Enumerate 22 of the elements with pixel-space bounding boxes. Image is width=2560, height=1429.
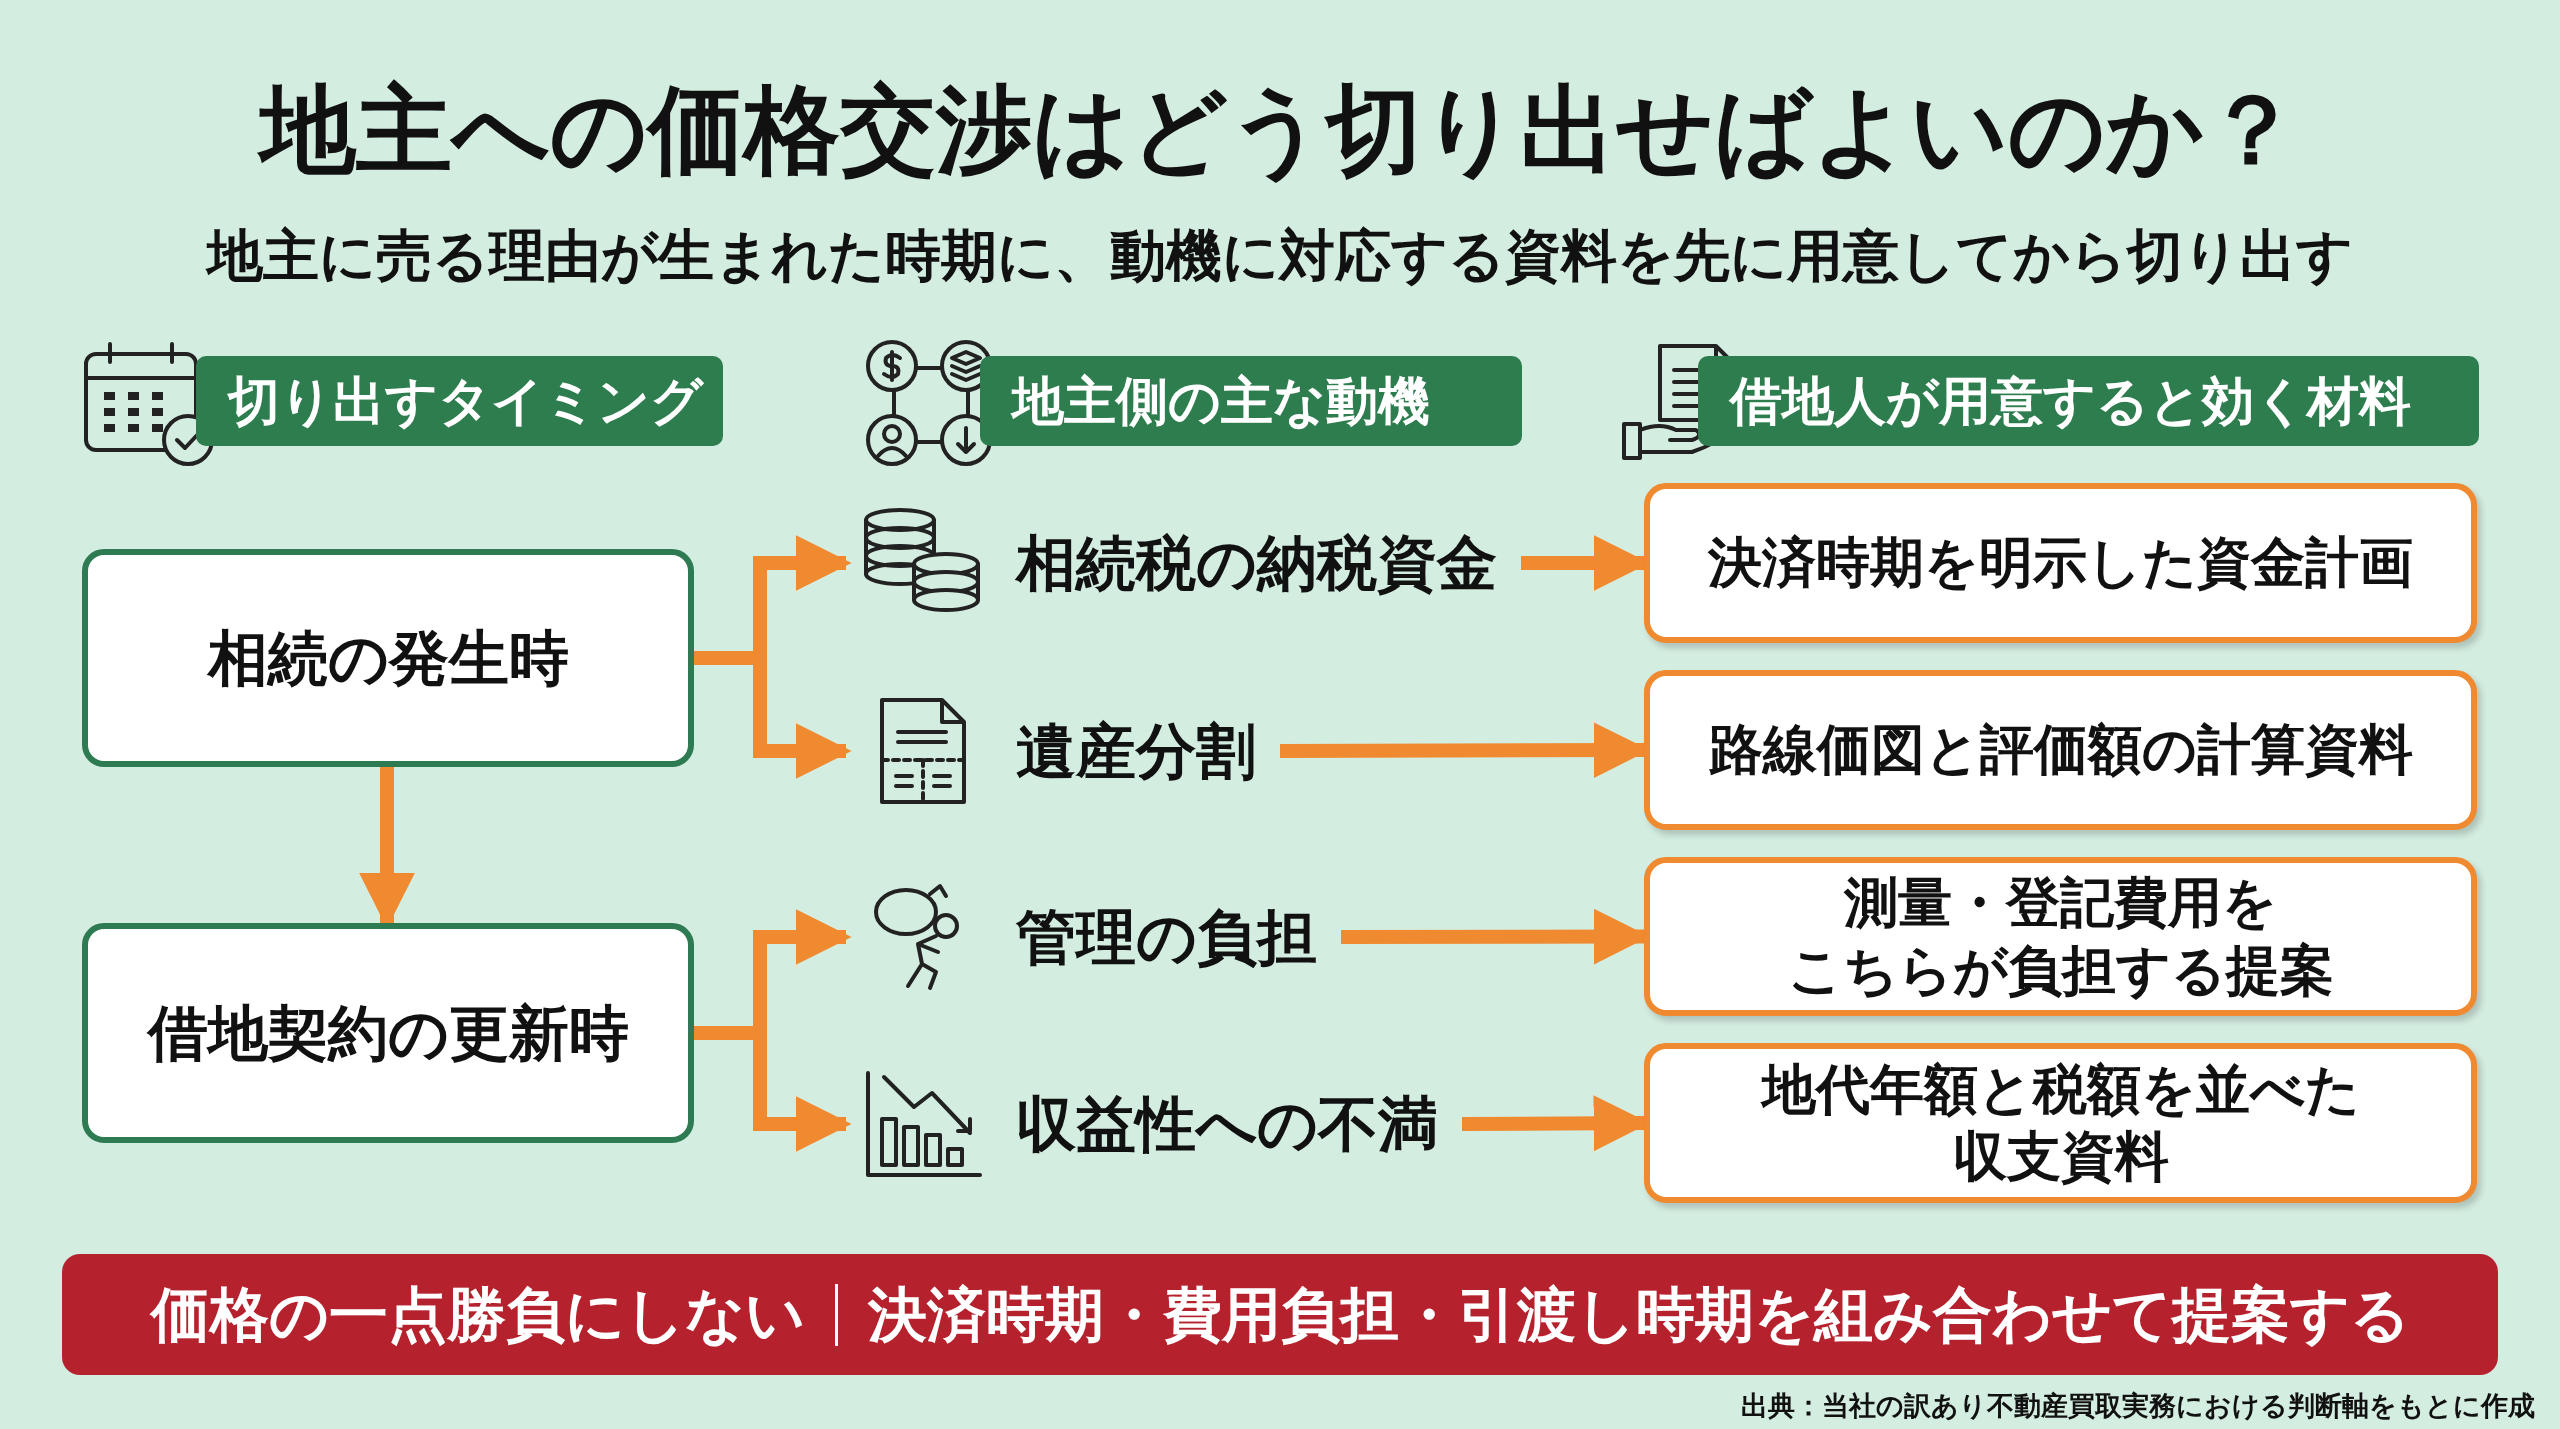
header-text: 借地人が用意すると効く材料 [1730, 369, 2411, 433]
header-text: 切り出すタイミング [228, 369, 703, 433]
timing-box: 相続の発生時 [82, 549, 694, 767]
motive-text: 遺産分割 [1016, 714, 1257, 788]
source-note: 出典：当社の訳あり不動産買取実務における判断軸をもとに作成 [1741, 1389, 2535, 1423]
header-band [196, 356, 723, 446]
material-box: 地代年額と税額を並べた収支資料 [1644, 1043, 2477, 1203]
subtitle: 地主に売る理由が生まれた時期に、動機に対応する資料を先に用意してから切り出す [204, 222, 2354, 290]
timing-box: 借地契約の更新時 [82, 923, 694, 1143]
header-band [1698, 356, 2479, 446]
summary-text: 決済時期・費用負担・引渡し時期を組み合わせて提案する [867, 1278, 2410, 1351]
motive-text: 収益性への不満 [1016, 1087, 1439, 1161]
header-text: 地主側の主な動機 [1012, 369, 1430, 433]
summary-banner [62, 1254, 2498, 1375]
material-box: 路線価図と評価額の計算資料 [1644, 670, 2477, 830]
motive-text: 管理の負担 [1016, 900, 1318, 974]
motive-text: 相続税の納税資金 [1016, 526, 1498, 600]
title: 地主への価格交渉はどう切り出せばよいのか？ [0, 78, 2560, 184]
material-box: 測量・登記費用をこちらが負担する提案 [1644, 857, 2477, 1016]
material-box: 決済時期を明示した資金計画 [1644, 483, 2477, 643]
summary-text: 価格の一点勝負にしない [150, 1278, 805, 1351]
header-band [980, 356, 1522, 446]
